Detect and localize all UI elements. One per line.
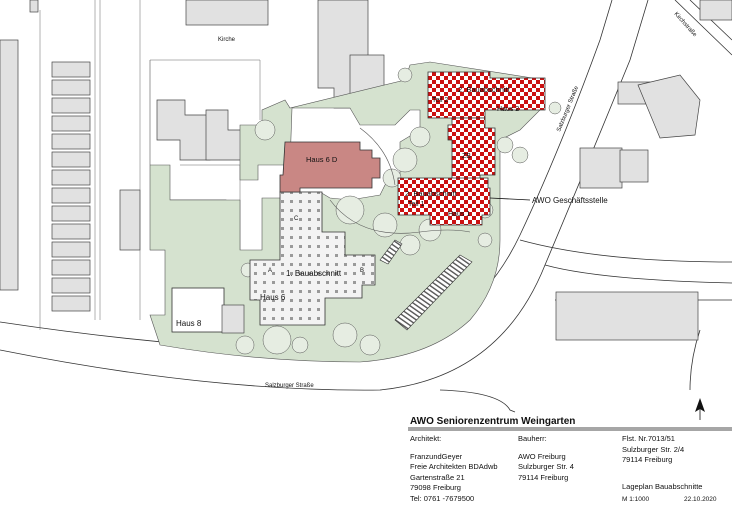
haus-8-building (171, 287, 225, 333)
label-salzburger-strasse: Salzburger Straße (265, 383, 314, 389)
awo-leader-line (489, 197, 531, 201)
label-kirchstrasse: Kirchstraße (673, 11, 698, 38)
plan-name: Lageplan Bauabschnitte (622, 482, 703, 491)
label-teil-1: Teil 1 (408, 201, 424, 208)
label-haus-6d: Haus 6 D (306, 155, 338, 164)
architect-block: Architekt: FranzundGeyer Freie Architekt… (410, 434, 498, 504)
plan-date: 22.10.2020 (684, 496, 717, 503)
architect-line: FranzundGeyer (410, 451, 463, 461)
label-haus-2: Haus 2 (497, 106, 519, 113)
title-block-frame (408, 427, 732, 431)
parcel-block: Flst. Nr.7013/51 Sulzburger Str. 2/4 791… (622, 434, 684, 466)
label-a: A (268, 268, 272, 274)
architect-label: Architekt: (410, 434, 442, 443)
architect-line: 79098 Freiburg (410, 483, 461, 492)
label-zb: ZB (462, 153, 471, 160)
parking-strip (394, 254, 473, 331)
client-label: Bauherr: (518, 434, 547, 443)
label-second-phase-mid: 2. Bauabschnitt (405, 189, 458, 198)
second-phase-part-1 (397, 177, 491, 226)
parcel-line: Sulzburger Str. 2/4 (622, 444, 685, 454)
client-line: 79114 Freiburg (518, 472, 569, 482)
label-second-phase-top: 2. Bauabschnitt (458, 85, 511, 94)
client-line: Sulzburger Str. 4 (518, 462, 574, 471)
label-teil-2: Teil 2 (432, 97, 448, 104)
residential-buildings-left (0, 39, 141, 312)
haus-8-annex (221, 304, 245, 334)
garden-path (329, 127, 471, 234)
architect-line: Tel: 0761 -7679500 (410, 493, 475, 503)
label-kirche: Kirche (218, 37, 236, 43)
architect-line: Freie Architekten BDAdwb (410, 462, 498, 471)
first-construction-phase (249, 191, 376, 326)
north-arrow (695, 398, 705, 420)
client-block: Bauherr: AWO Freiburg Sulzburger Str. 4 … (518, 434, 574, 483)
label-b: B (360, 268, 364, 274)
trees (235, 67, 562, 356)
second-phase-part-2 (427, 71, 546, 119)
label-haus-1: Haus 1 (448, 211, 470, 218)
parking-strip-2 (379, 239, 403, 265)
haus-6d-building (279, 141, 381, 193)
label-haus-8: Haus 8 (176, 319, 202, 328)
parcel-line: 79114 Freiburg (622, 455, 673, 464)
label-c: C (294, 216, 299, 222)
parcel-line: Flst. Nr.7013/51 (622, 434, 675, 443)
label-first-phase: 1. Bauabschnitt (286, 269, 342, 278)
architect-line: Gartenstraße 21 (410, 472, 465, 482)
title-block-title: AWO Seniorenzentrum Weingarten (410, 416, 576, 427)
client-line: AWO Freiburg (518, 451, 566, 461)
plan-scale: M 1:1000 (622, 496, 650, 503)
label-awo-geschaeftsstelle: AWO Geschäftsstelle (532, 196, 608, 205)
label-haus-6: Haus 6 (260, 293, 286, 302)
